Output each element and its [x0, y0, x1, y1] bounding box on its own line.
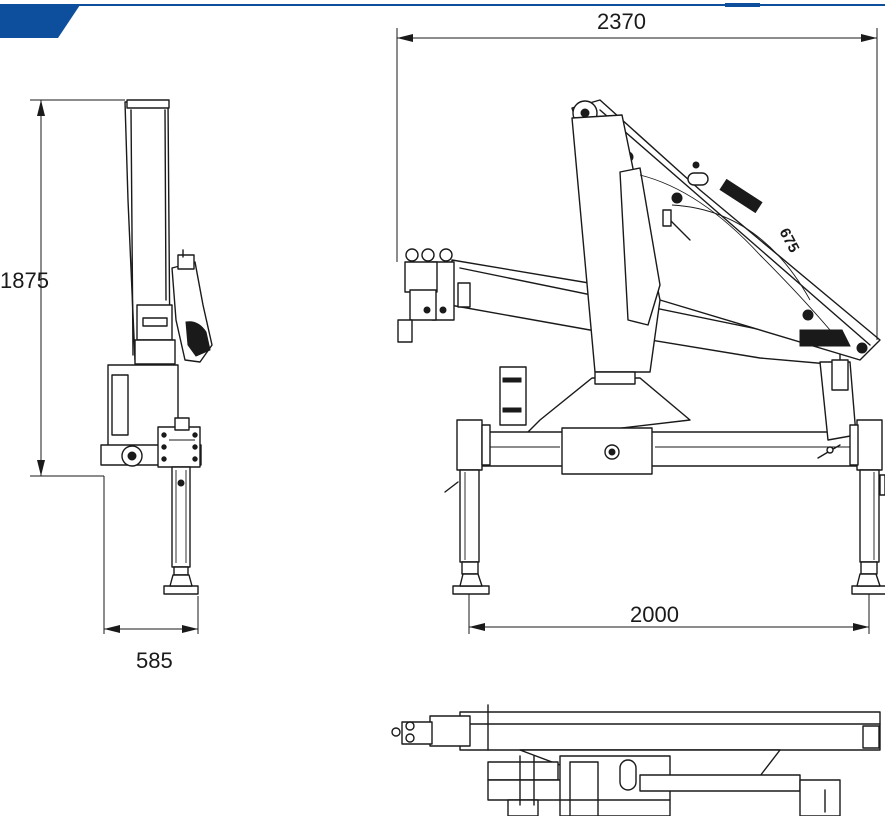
- dimension-2370: [396, 28, 878, 340]
- top-view: [391, 704, 881, 816]
- dimension-label-2370: 2370: [597, 9, 646, 34]
- header-accent: [0, 5, 80, 38]
- side-view: [100, 99, 213, 595]
- dimension-label-2000: 2000: [630, 602, 679, 627]
- header-tab: [725, 3, 760, 7]
- dimension-label-585: 585: [136, 648, 173, 673]
- dimension-1875: [30, 99, 125, 477]
- model-label: 675: [776, 225, 803, 255]
- dimension-585: [103, 476, 199, 634]
- dimension-label-1875: 1875: [0, 268, 49, 293]
- front-view: 675: [397, 99, 885, 595]
- dimension-2000: [468, 594, 870, 634]
